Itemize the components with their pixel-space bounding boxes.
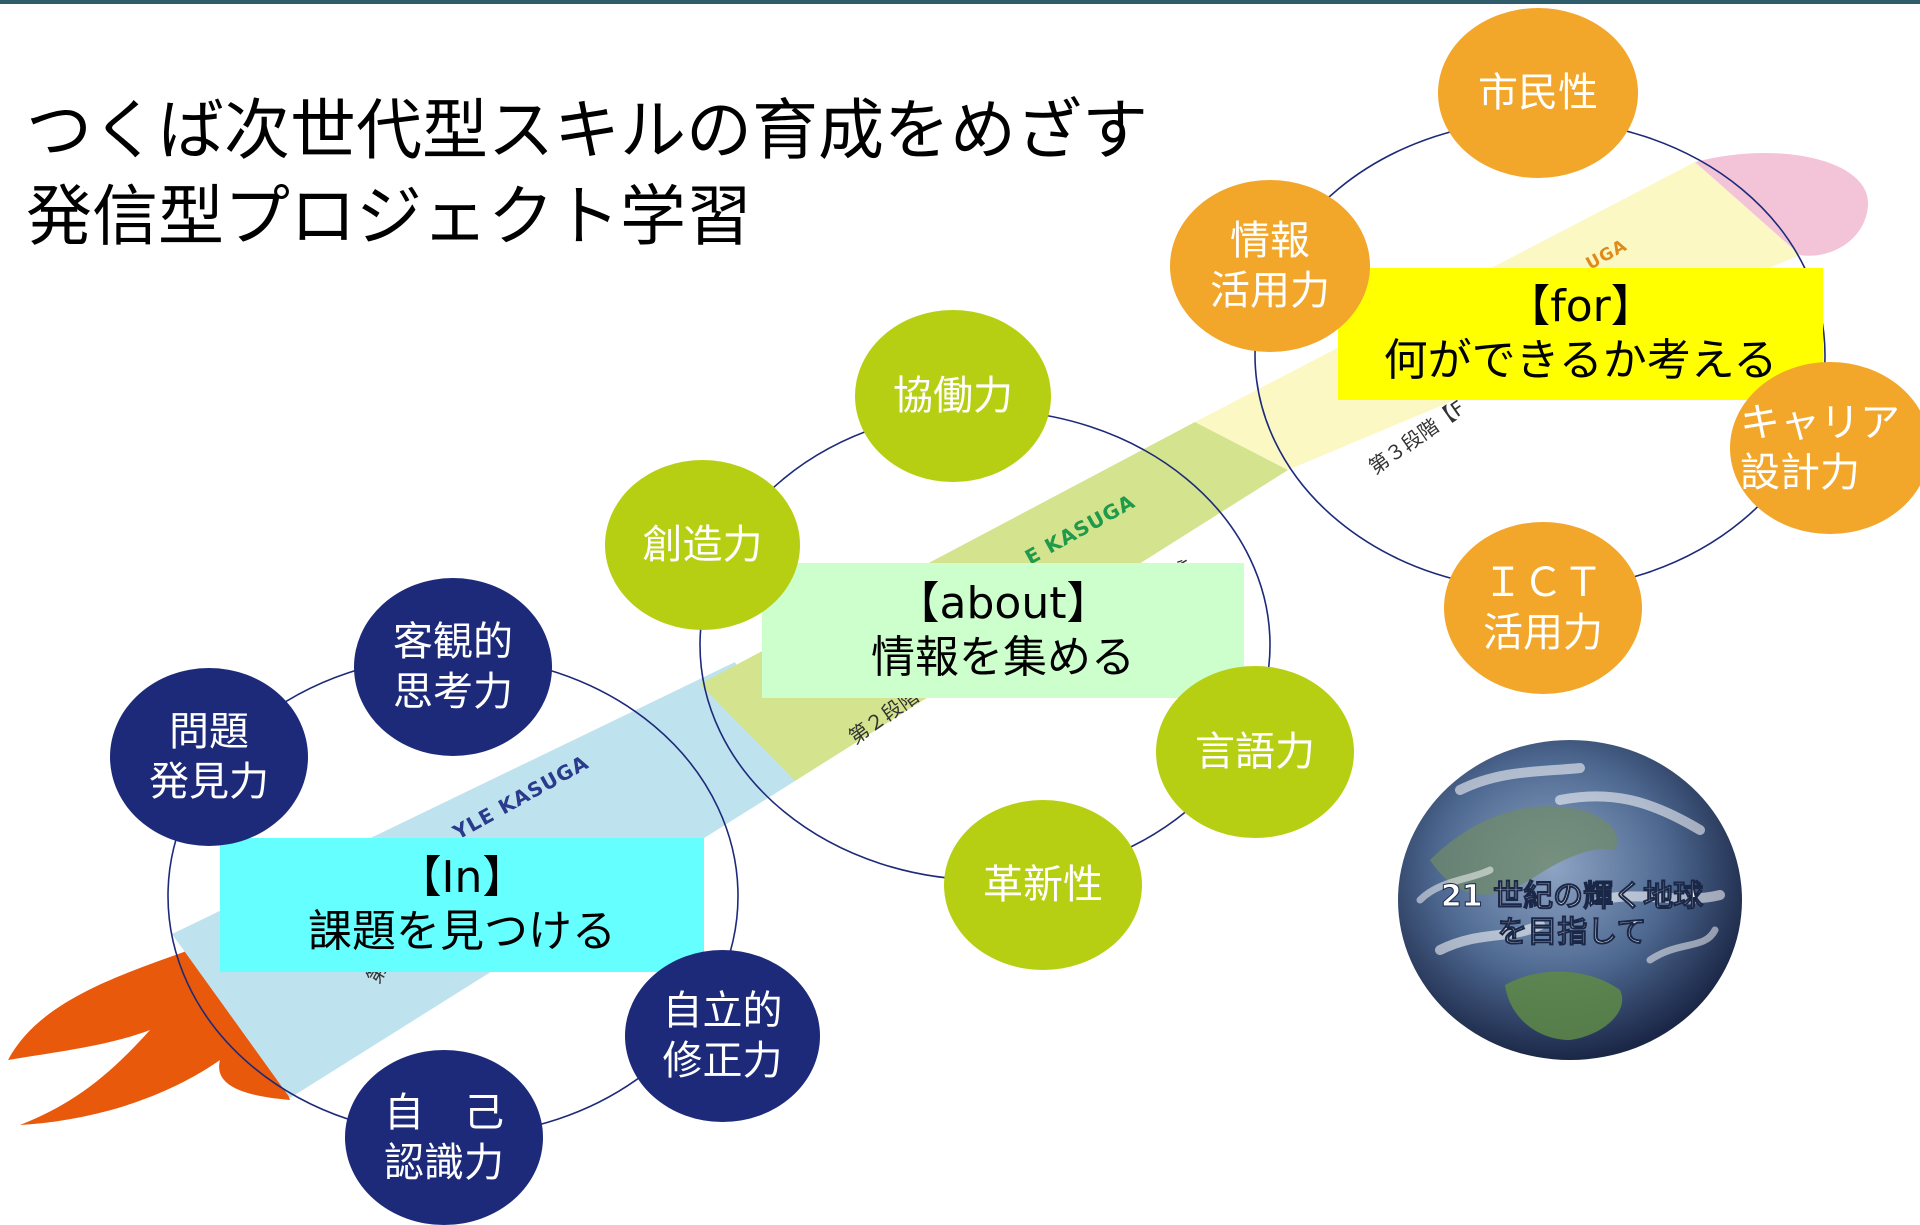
skill-line: 情報: [1230, 218, 1310, 264]
stage-box-in: 【In】 課題を見つける: [220, 838, 704, 972]
skill-line: 創造力: [642, 522, 763, 568]
stage-for-text: 何ができるか考える: [1383, 335, 1778, 386]
skill-self-awareness: 自 己 認識力: [345, 1050, 543, 1225]
skill-ict-use: ＩＣＴ 活用力: [1444, 522, 1642, 694]
skill-line: 問題: [169, 709, 249, 755]
skill-language: 言語力: [1156, 666, 1354, 838]
earth-image: 21 世紀の輝く地球 を目指して: [1398, 740, 1742, 1060]
skill-line: 市民性: [1478, 70, 1598, 116]
skill-objective-thinking: 客観的 思考力: [354, 578, 552, 756]
skill-information-use: 情報 活用力: [1170, 180, 1370, 352]
skill-line: 自 己: [384, 1089, 504, 1136]
stage-about-text: 情報を集める: [871, 631, 1135, 683]
skill-problem-finding: 問題 発見力: [110, 668, 308, 846]
skill-line: 思考力: [393, 669, 513, 715]
stage-in-tag: 【In】: [397, 852, 527, 903]
skill-line: 客観的: [393, 619, 513, 665]
top-border: [0, 0, 1920, 4]
skill-line: 言語力: [1195, 729, 1315, 775]
skill-line: 協働力: [893, 373, 1013, 419]
stage-box-about: 【about】 情報を集める: [762, 563, 1244, 698]
skill-line: 活用力: [1483, 610, 1603, 656]
stage-about-tag: 【about】: [895, 577, 1111, 629]
skill-citizenship: 市民性: [1438, 8, 1638, 178]
earth-caption-line-2: を目指して: [1497, 915, 1646, 950]
skill-creativity: 創造力: [605, 460, 800, 630]
skill-career-design: キャリア 設計力: [1730, 362, 1920, 534]
page-title: つくば次世代型スキルの育成をめざす 発信型プロジェクト学習: [26, 88, 1148, 260]
skill-innovation: 革新性: [944, 800, 1142, 970]
stage-for-tag: 【for】: [1506, 281, 1655, 332]
skill-line: 発見力: [149, 759, 269, 805]
title-line-1: つくば次世代型スキルの育成をめざす: [26, 92, 1148, 169]
skill-line: 修正力: [662, 1038, 783, 1084]
skill-line: 自立的: [662, 988, 783, 1034]
skill-line: キャリア: [1740, 400, 1900, 446]
skill-collaboration: 協働力: [855, 310, 1051, 482]
skill-line: ＩＣＴ: [1483, 560, 1603, 606]
stage-box-for: 【for】 何ができるか考える: [1338, 268, 1823, 400]
skill-line: 認識力: [384, 1139, 504, 1186]
skill-self-correction: 自立的 修正力: [625, 950, 820, 1122]
skill-line: 設計力: [1740, 450, 1860, 496]
rocket-nose: [1695, 153, 1869, 256]
skill-line: 革新性: [983, 862, 1103, 908]
stage-in-text: 課題を見つける: [308, 906, 616, 957]
earth-caption-line-1: 21 世紀の輝く地球: [1441, 879, 1704, 914]
skill-line: 活用力: [1210, 268, 1330, 314]
title-line-2: 発信型プロジェクト学習: [26, 178, 752, 255]
